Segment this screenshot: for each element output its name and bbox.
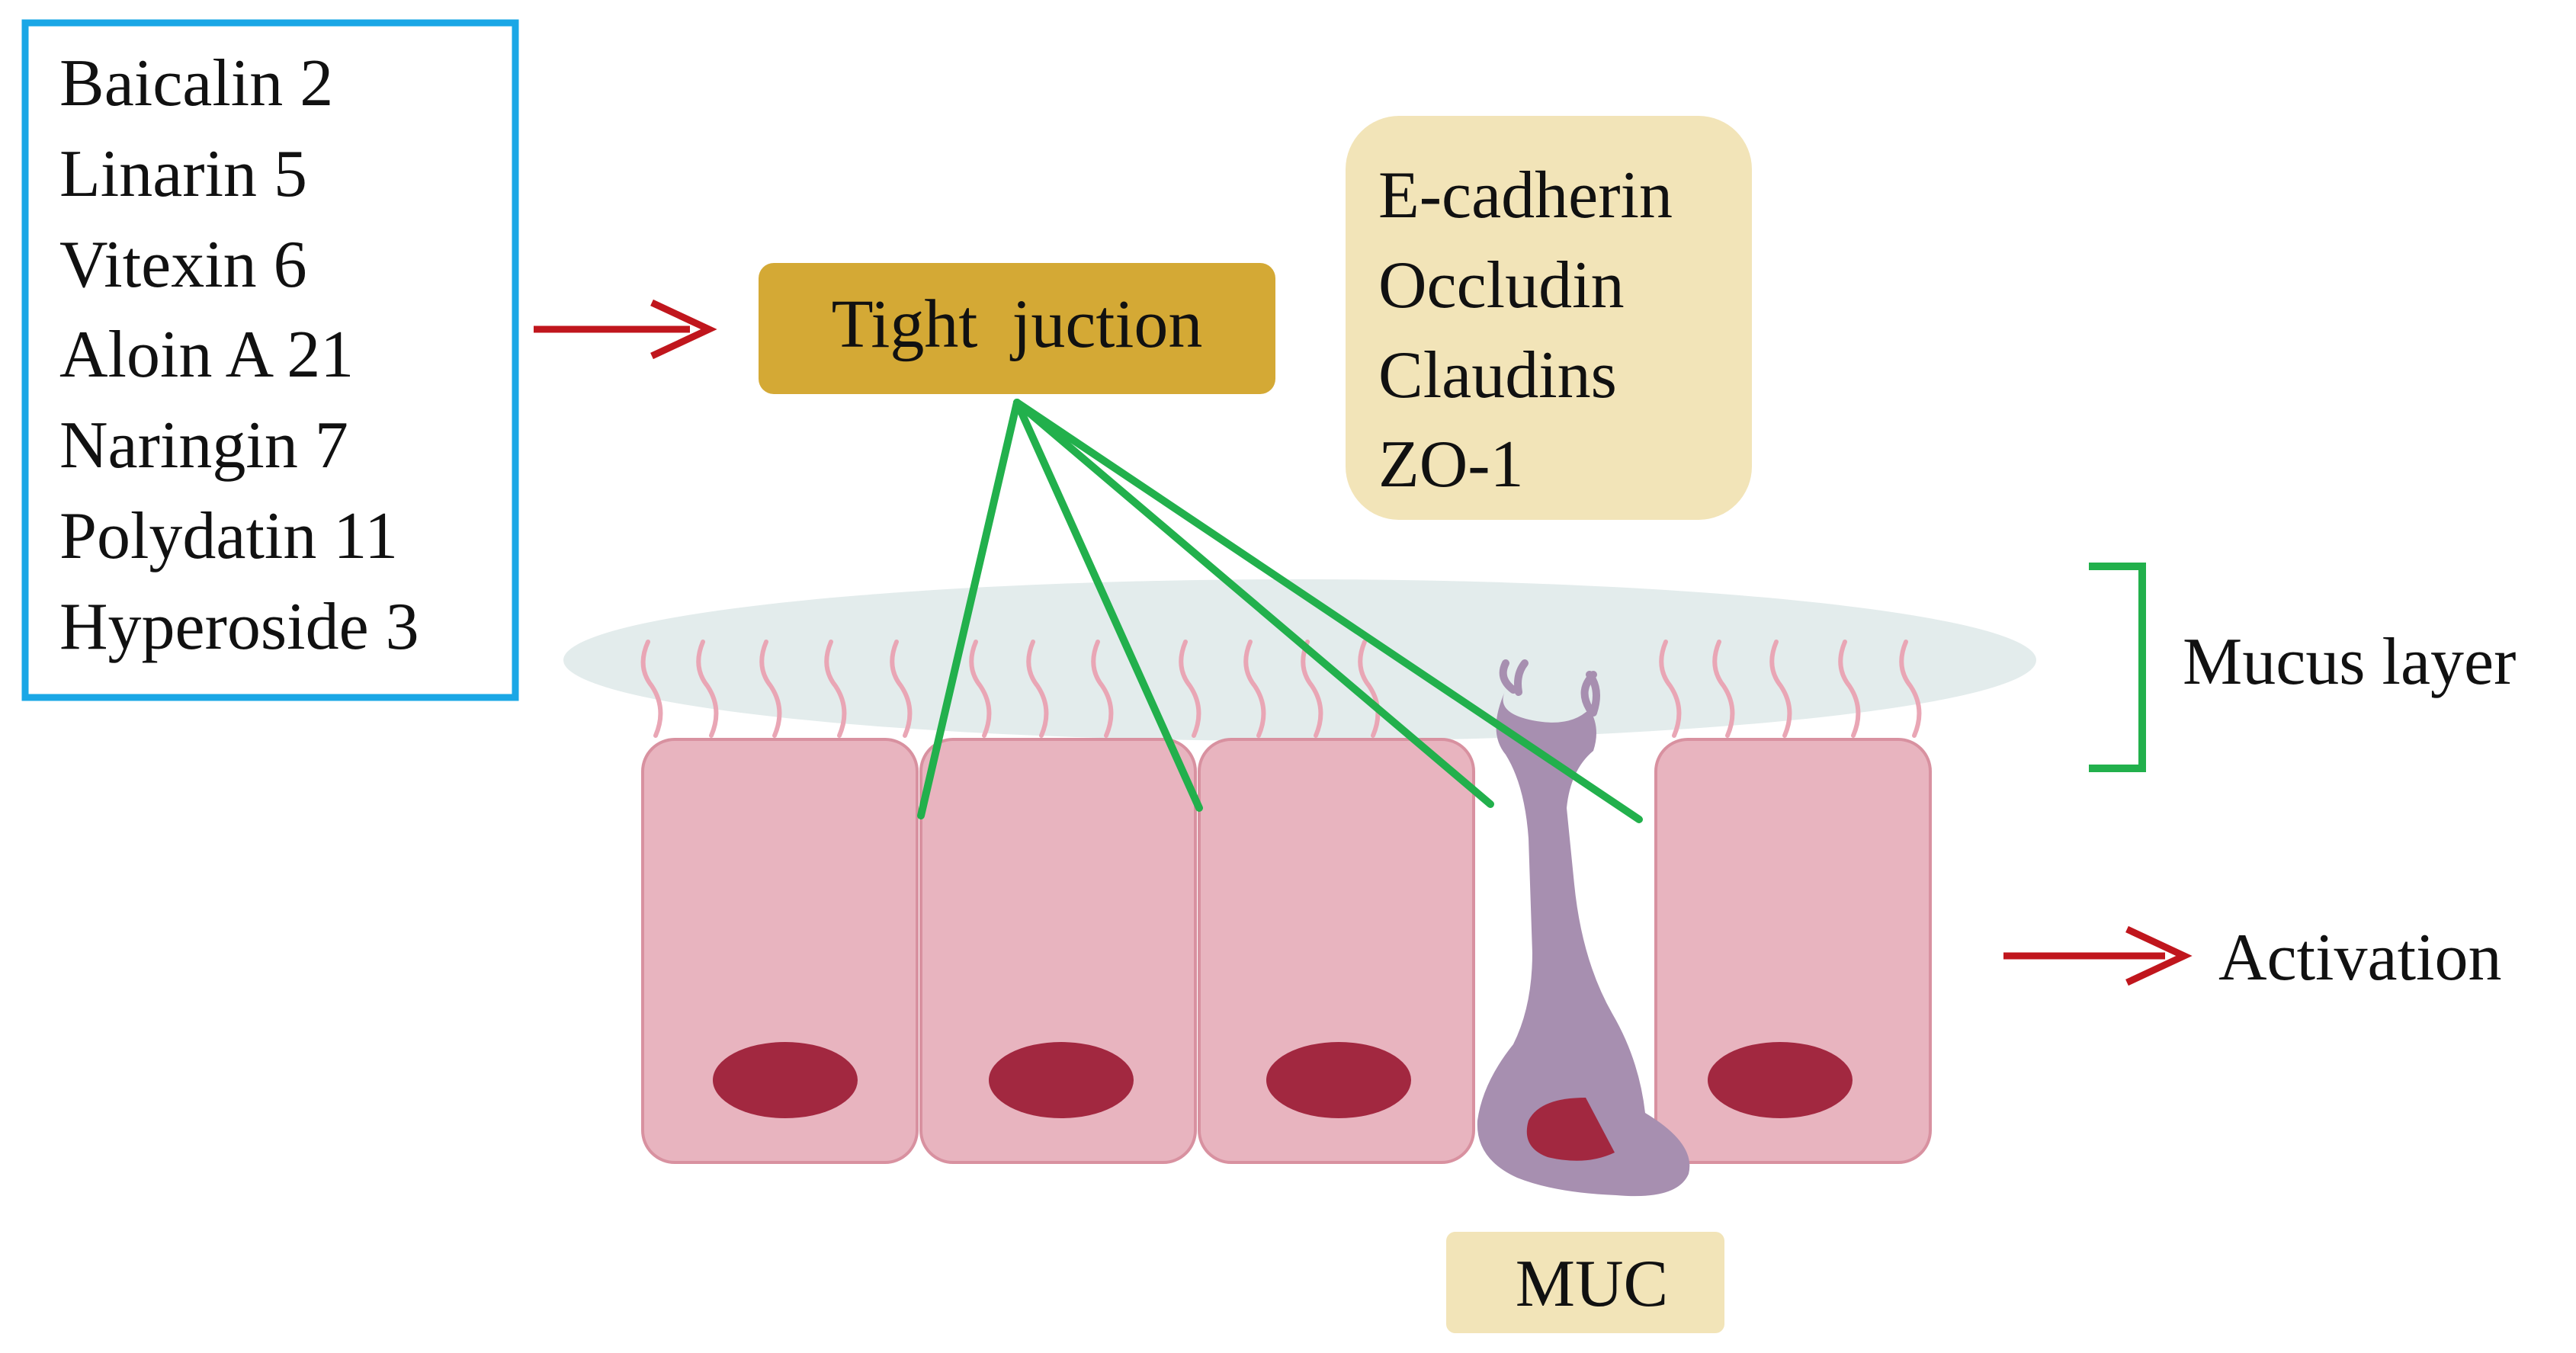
protein-item: ZO-1 (1378, 428, 1524, 502)
protein-item: Claudins (1378, 338, 1617, 412)
cell-nucleus (1708, 1042, 1853, 1118)
muc-label: MUC (1516, 1247, 1669, 1321)
compound-item: Aloin A 21 (59, 318, 354, 392)
activation-legend-label: Activation (2218, 921, 2501, 995)
junction-protein-box (1346, 116, 1752, 520)
muc-label-box (1446, 1232, 1724, 1333)
protein-item: E-cadherin (1378, 159, 1673, 232)
mucus-layer-bracket (2089, 563, 2146, 772)
cell-nucleus (713, 1042, 858, 1118)
compound-item: Linarin 5 (59, 137, 307, 211)
compound-item: Polydatin 11 (59, 499, 398, 573)
junction-protein-list: E-cadherin Occludin Claudins ZO-1 (1378, 159, 1673, 502)
cell-nucleus (1266, 1042, 1411, 1118)
tight-junction-box (759, 263, 1275, 394)
cell-nucleus (989, 1042, 1134, 1118)
mucus-layer-label: Mucus layer (2183, 625, 2516, 699)
compound-item: Naringin 7 (59, 409, 348, 483)
goblet-cell (1477, 659, 1690, 1197)
compound-item: Vitexin 6 (59, 228, 307, 302)
activation-arrow-compounds (534, 299, 717, 360)
protein-item: Occludin (1378, 248, 1625, 322)
epithelial-cell (1198, 738, 1475, 1164)
epithelial-cell (919, 738, 1197, 1164)
epithelial-cell (641, 738, 919, 1164)
compound-item: Hyperoside 3 (59, 590, 419, 664)
tight-junction-label: Tight juction (832, 287, 1203, 362)
epithelial-cells (641, 738, 1932, 1164)
mucus-layer (563, 579, 2036, 741)
compound-list: Baicalin 2 Linarin 5 Vitexin 6 Aloin A 2… (59, 46, 419, 664)
compound-item: Baicalin 2 (59, 46, 333, 120)
junction-lines (917, 399, 1643, 823)
compound-list-box (21, 19, 519, 701)
mucus-strands (640, 640, 1922, 738)
goblet-nucleus (1526, 1098, 1615, 1161)
activation-legend-arrow (2003, 925, 2193, 986)
